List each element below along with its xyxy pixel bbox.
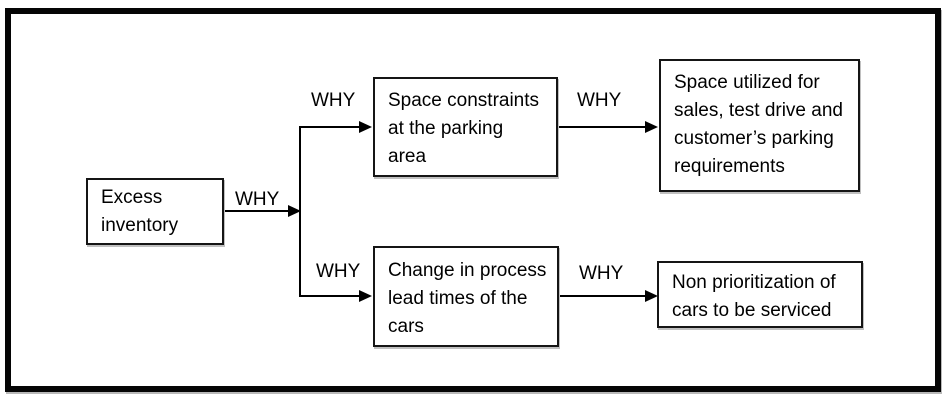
why-label-root: WHY [235,189,280,210]
node-excess-inventory: Excess inventory [86,178,224,245]
arrowhead-root-to-split [288,205,301,217]
node-space-utilized: Space utilized for sales, test drive and… [659,59,860,192]
why-label-branch-top: WHY [311,90,356,111]
why-label-branch-bottom: WHY [316,261,361,282]
arrowhead-split-to-cause-top [359,121,372,133]
why-label-top-second: WHY [577,90,622,111]
arrowhead-cause-top-to-cause-top-2 [645,121,658,133]
node-change-in-process-lead-times: Change in process lead times of the cars [373,246,559,347]
why-label-bottom-second: WHY [579,263,624,284]
arrowhead-cause-bottom-to-cause-bottom-2 [645,290,658,302]
node-space-constraints: Space constraints at the parking area [373,77,558,177]
arrowhead-split-to-cause-bottom [359,290,372,302]
node-non-prioritization: Non prioritization of cars to be service… [657,261,863,328]
